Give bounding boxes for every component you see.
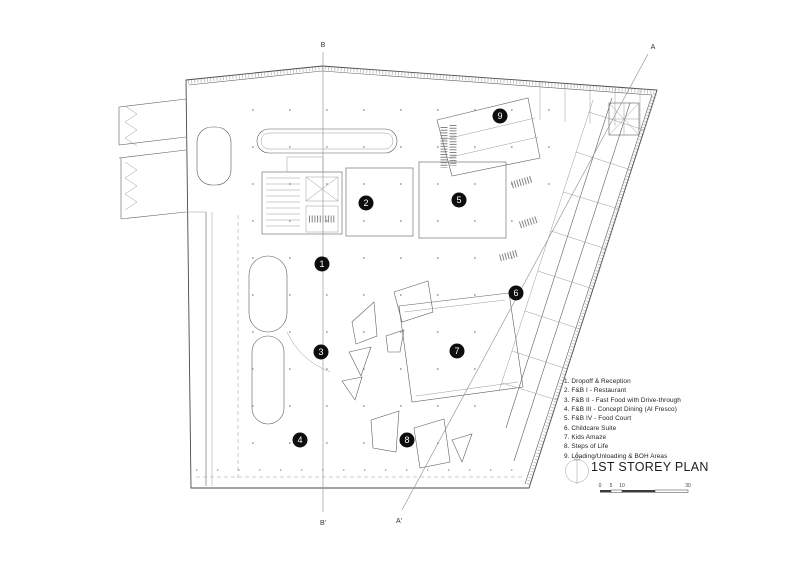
plan-marker-7: 7 — [449, 343, 465, 359]
north-arrow-icon — [565, 451, 589, 484]
plan-marker-1: 1 — [314, 256, 330, 272]
svg-text:1: 1 — [319, 259, 324, 269]
plan-marker-2: 2 — [358, 195, 374, 211]
landscape-pond — [196, 126, 232, 186]
left-dropoff-strip — [118, 98, 239, 486]
svg-text:4: 4 — [297, 435, 302, 445]
room-fnb-restaurant — [345, 167, 414, 237]
legend-item-4: 4. F&B III - Concept Dining (Al Fresco) — [564, 406, 677, 414]
drive-through-lanes — [248, 255, 331, 425]
legend-item-6: 6. Childcare Suite — [564, 424, 617, 432]
scale-bar: 0 5 10 30 — [599, 483, 691, 493]
svg-text:6: 6 — [513, 288, 518, 298]
section-label-a-prime: A' — [396, 518, 402, 525]
svg-text:10: 10 — [619, 483, 625, 489]
svg-text:5: 5 — [610, 483, 613, 489]
plan-marker-3: 3 — [313, 344, 329, 360]
legend-item-5: 5. F&B IV - Food Court — [564, 415, 632, 423]
plan-marker-9: 9 — [492, 108, 508, 124]
legend-item-7: 7. Kids Amaze — [564, 434, 607, 442]
legend-item-9: 9. Loading/Unloading & BOH Areas — [564, 452, 668, 460]
plan-marker-5: 5 — [451, 192, 467, 208]
section-label-b: B — [321, 42, 326, 49]
core-block — [261, 156, 343, 235]
room-food-court — [418, 161, 507, 239]
play-shapes — [341, 280, 473, 469]
svg-text:8: 8 — [404, 435, 409, 445]
svg-text:5: 5 — [456, 195, 461, 205]
svg-text:2: 2 — [363, 198, 368, 208]
svg-text:9: 9 — [497, 111, 502, 121]
plan-marker-4: 4 — [292, 432, 308, 448]
boh-wing — [436, 82, 641, 177]
plan-title: 1ST STOREY PLAN — [591, 460, 709, 474]
plan-marker-8: 8 — [399, 432, 415, 448]
plan-marker-6: 6 — [508, 285, 524, 301]
section-line-a: A A' — [396, 44, 656, 525]
legend-item-8: 8. Steps of Life — [564, 443, 609, 451]
legend: 1. Dropoff & Reception 2. F&B I - Restau… — [564, 377, 754, 461]
section-label-b-prime: B' — [320, 520, 326, 527]
legend-item-2: 2. F&B I - Restaurant — [564, 387, 627, 395]
svg-text:3: 3 — [318, 347, 323, 357]
entrance-canopy — [256, 128, 398, 154]
svg-text:30: 30 — [685, 483, 691, 489]
column-grid — [196, 109, 580, 478]
svg-text:0: 0 — [599, 483, 602, 489]
section-line-b: B B' — [320, 42, 326, 527]
svg-text:7: 7 — [454, 346, 459, 356]
legend-item-3: 3. F&B II - Fast Food with Drive-through — [564, 396, 681, 404]
legend-item-1: 1. Dropoff & Reception — [564, 378, 631, 385]
section-label-a: A — [651, 44, 656, 51]
